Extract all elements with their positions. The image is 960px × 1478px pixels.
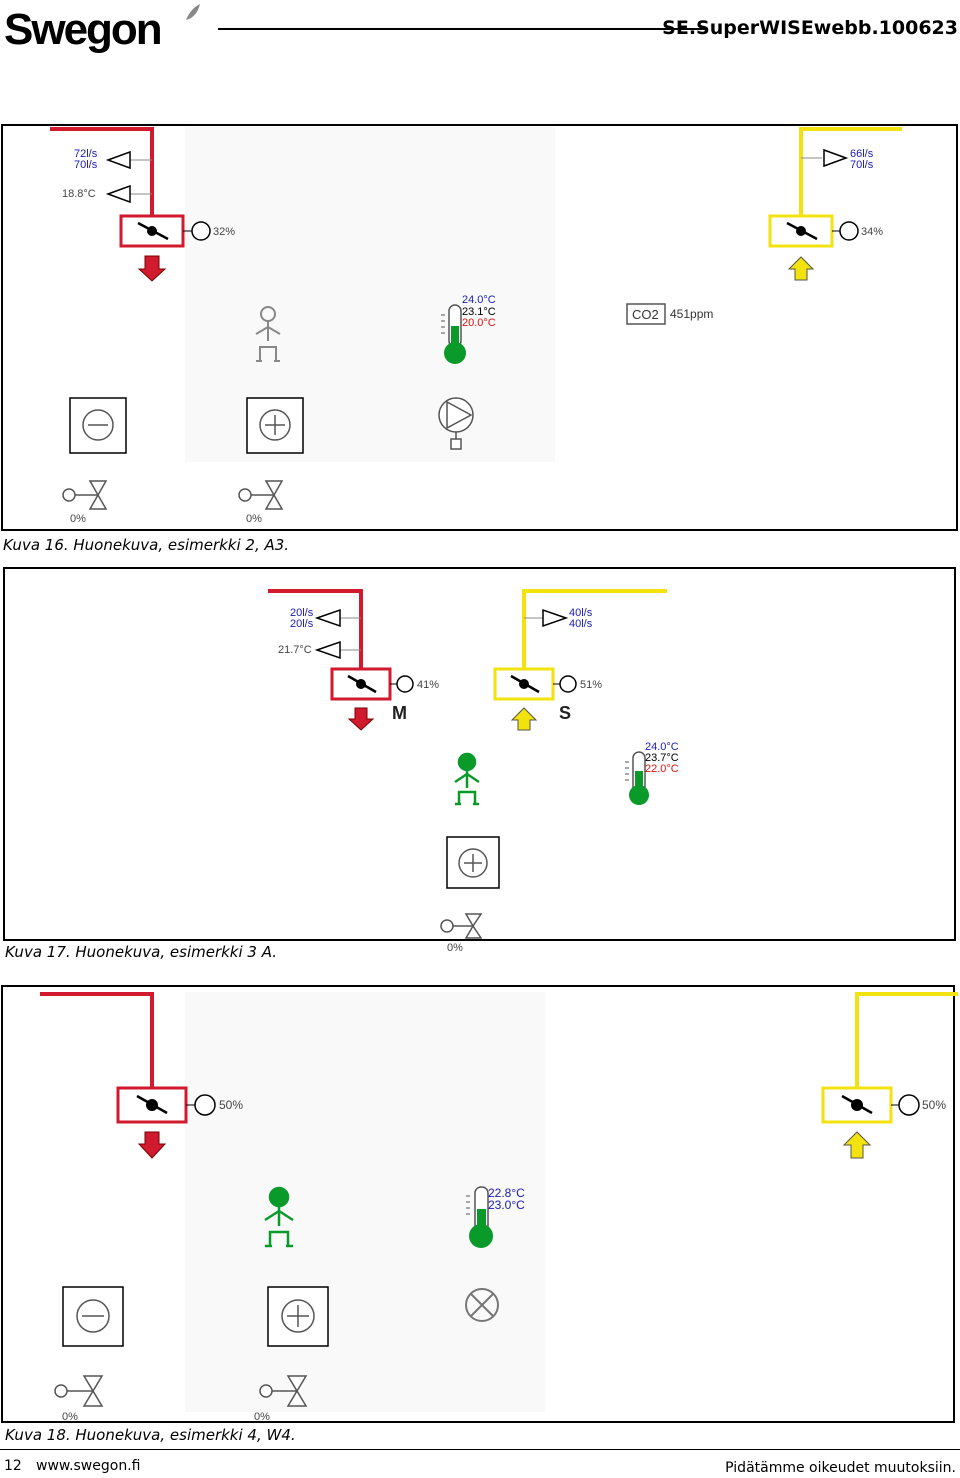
supply-duct — [799, 127, 902, 217]
room-temp-setpoint: 24.0°C — [645, 741, 679, 753]
extract-arrow-icon — [137, 255, 167, 282]
extract-arrow-icon — [347, 707, 375, 731]
supply-flow-2: 70l/s — [850, 159, 874, 171]
extract-temp: 18.8°C — [62, 188, 96, 200]
increase-setpoint-button[interactable] — [446, 836, 500, 889]
supply-damper-value: 51% — [580, 679, 602, 691]
minus-icon — [82, 409, 114, 441]
extract-damper-icon[interactable] — [119, 214, 211, 248]
valve-icon-1[interactable] — [440, 913, 483, 939]
valve-icon-2[interactable] — [238, 480, 284, 510]
presence-green-icon[interactable] — [454, 752, 480, 806]
figure-16-caption: Kuva 16. Huonekuva, esimerkki 2, A3. — [3, 536, 290, 554]
thermometer-icon[interactable] — [466, 1186, 493, 1248]
extract-flow-2: 20l/s — [290, 618, 314, 630]
extract-flow-2: 70l/s — [74, 159, 98, 171]
co2-label: CO2 — [632, 307, 659, 322]
room-temp-actual: 22.8°C — [488, 1186, 525, 1200]
co2-value: 451ppm — [670, 307, 713, 321]
supply-damper-value: 50% — [922, 1098, 946, 1112]
valve-icon-1[interactable] — [54, 1375, 104, 1407]
supply-damper-icon[interactable] — [768, 214, 859, 248]
thermometer-icon[interactable] — [625, 751, 649, 805]
valve-icon-1[interactable] — [62, 480, 108, 510]
extract-flow-1: 72l/s — [74, 148, 98, 160]
increase-setpoint-button[interactable] — [246, 397, 304, 454]
supply-flow-2: 40l/s — [569, 618, 593, 630]
extract-arrow-icon — [137, 1131, 167, 1159]
extract-flow-sensor-icon — [105, 150, 131, 170]
presence-green-icon[interactable] — [264, 1186, 294, 1248]
supply-damper-icon[interactable] — [493, 667, 577, 701]
room-temp-actual: 23.7°C — [645, 752, 679, 764]
room-view-figure-17: 20l/s 20l/s 21.7°C 41% M 40l/s 40l/s 51%… — [3, 567, 956, 954]
extract-damper-icon[interactable] — [330, 667, 414, 701]
supply-arrow-icon — [842, 1131, 872, 1159]
extract-temp-sensor-icon — [105, 184, 131, 204]
document-id: SE.SuperWISEwebb.100623 — [662, 17, 958, 39]
supply-flow-sensor-icon — [823, 148, 849, 168]
extract-damper-icon[interactable] — [116, 1086, 216, 1124]
extract-duct — [40, 992, 154, 1088]
extract-damper-value: 41% — [417, 679, 439, 691]
pump-icon[interactable] — [438, 397, 474, 450]
decrease-setpoint-button[interactable] — [69, 397, 127, 454]
figure-17-caption: Kuva 17. Huonekuva, esimerkki 3 A. — [5, 943, 278, 961]
extract-duct — [50, 127, 154, 217]
footer-rule — [0, 1449, 960, 1450]
valve-value-2: 0% — [254, 1411, 270, 1423]
header-rule — [218, 28, 706, 30]
extract-damper-value: 50% — [219, 1098, 243, 1112]
room-temp-setpoint: 23.0°C — [488, 1198, 525, 1212]
svg-text:Swegon: Swegon — [4, 5, 161, 54]
co2-sensor-icon[interactable]: CO2 — [626, 303, 666, 325]
extract-damper-value: 32% — [213, 226, 235, 238]
website-link[interactable]: www.swegon.fi — [36, 1458, 141, 1474]
extract-flow-1: 20l/s — [290, 607, 314, 619]
presence-outline-icon[interactable] — [255, 306, 281, 362]
valve-value-2: 0% — [246, 513, 262, 525]
extract-mode-letter: M — [392, 703, 407, 723]
supply-flow-1: 66l/s — [850, 148, 874, 160]
decrease-setpoint-button[interactable] — [62, 1286, 124, 1347]
plus-icon — [259, 409, 291, 441]
rights-notice: Pidätämme oikeudet muutoksiin. — [725, 1460, 956, 1476]
room-temp-setpoint: 24.0°C — [462, 294, 496, 306]
supply-arrow-icon — [787, 256, 815, 281]
swegon-logo: Swegon — [4, 4, 200, 54]
room-view-figure-18: 50% 50% 22.8°C 23.0°C — [1, 985, 958, 1423]
room-view-figure-16: 72l/s 70l/s 18.8°C 32% 66l/s 70l/s 34% — [1, 124, 958, 531]
plus-icon — [281, 1299, 315, 1333]
plus-icon — [458, 848, 488, 878]
room-temp-min: 20.0°C — [462, 317, 496, 329]
valve-value-1: 0% — [447, 942, 463, 954]
supply-duct — [855, 992, 958, 1088]
thermometer-icon[interactable] — [441, 304, 466, 364]
supply-flow-1: 40l/s — [569, 607, 593, 619]
extract-temp: 21.7°C — [278, 644, 312, 656]
page-number: 12 — [4, 1458, 22, 1474]
room-temp-actual: 23.1°C — [462, 306, 496, 318]
cross-circle-icon[interactable] — [465, 1288, 499, 1322]
supply-mode-letter: S — [559, 703, 571, 723]
supply-flow-sensor-icon — [542, 608, 569, 628]
figure-18-caption: Kuva 18. Huonekuva, esimerkki 4, W4. — [5, 1426, 296, 1444]
supply-damper-icon[interactable] — [821, 1086, 920, 1124]
supply-arrow-icon — [510, 707, 538, 731]
valve-value-1: 0% — [70, 513, 86, 525]
minus-icon — [76, 1299, 110, 1333]
extract-temp-sensor-icon — [314, 640, 341, 660]
supply-damper-value: 34% — [861, 226, 883, 238]
room-temp-min: 22.0°C — [645, 763, 679, 775]
extract-duct — [268, 589, 363, 670]
increase-setpoint-button[interactable] — [267, 1286, 329, 1347]
extract-flow-sensor-icon — [314, 608, 341, 628]
valve-icon-2[interactable] — [259, 1375, 308, 1407]
supply-duct — [522, 589, 667, 670]
valve-value-1: 0% — [62, 1411, 78, 1423]
